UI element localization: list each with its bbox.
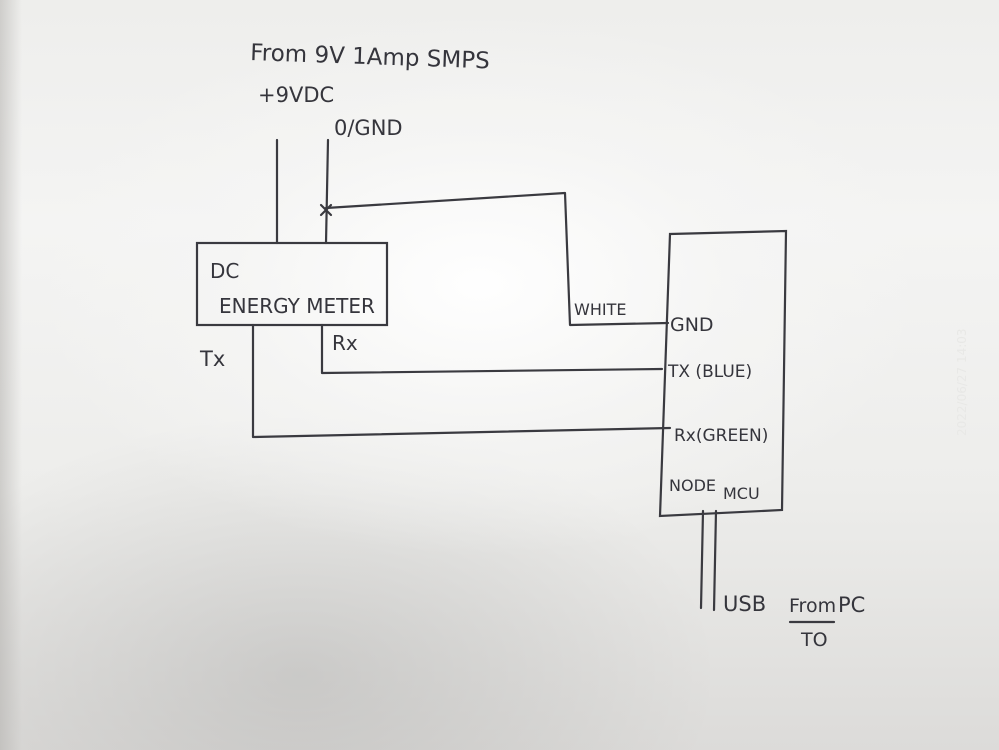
usb-to-label: TO: [800, 629, 828, 651]
meter-label-line2: ENERGY METER: [219, 294, 375, 318]
ground-supply-wire: [324, 138, 330, 245]
usb-wire-left: [699, 509, 705, 610]
nodemcu-box: [658, 229, 788, 518]
junction-mark: [319, 203, 333, 217]
mcu-tx-label: TX (BLUE): [667, 362, 752, 382]
paper-edge: [0, 0, 22, 750]
green-rx-wire: [251, 323, 672, 439]
mcu-rx-label: Rx(GREEN): [674, 426, 768, 446]
white-ground-wire: [324, 191, 670, 327]
usb-label: USB: [723, 592, 766, 616]
usb-from-label: From: [789, 595, 836, 617]
ground-label: 0/GND: [334, 116, 403, 140]
blue-tx-wire: [320, 323, 664, 375]
usb-wire-right: [712, 509, 718, 612]
mcu-name-part2: MCU: [723, 484, 760, 503]
energy-meter-box: [195, 241, 389, 327]
mcu-name-part1: NODE: [669, 476, 716, 495]
meter-tx-label: Tx: [199, 347, 225, 371]
mcu-gnd-label: GND: [670, 314, 714, 336]
meter-label-line1: DC: [210, 259, 239, 283]
white-wire-label: WHITE: [574, 300, 626, 319]
meter-rx-label: Rx: [332, 331, 358, 355]
photo-timestamp: 2022/06/27 14:03: [955, 328, 969, 436]
positive-label: +9VDC: [258, 83, 334, 107]
usb-pc-label: PC: [838, 593, 865, 617]
supply-title: From 9V 1Amp SMPS: [250, 40, 490, 74]
